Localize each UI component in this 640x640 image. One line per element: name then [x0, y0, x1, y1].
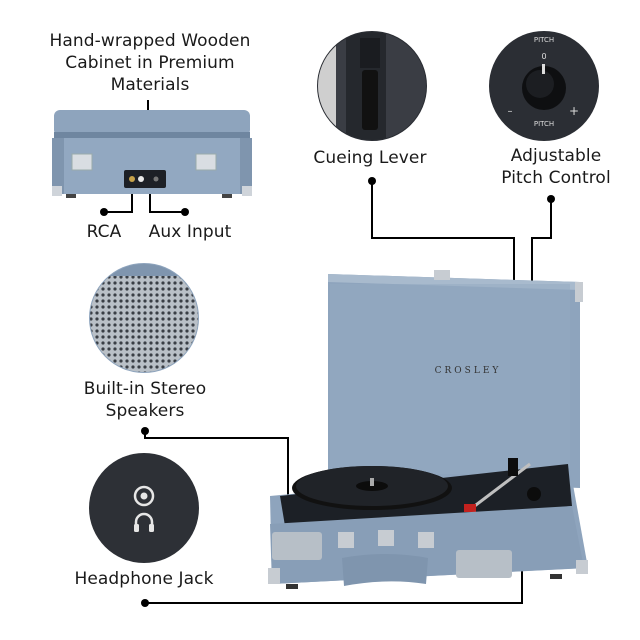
brand-logo: CROSLEY [434, 366, 502, 376]
leader-cueing-dot [368, 177, 376, 185]
pitch-control-label: Adjustable Pitch Control [486, 145, 626, 189]
speakers-label-line1: Built-in Stereo [83, 379, 207, 399]
speakers-label-line2: Speakers [105, 401, 185, 421]
cabinet-label: Hand-wrapped Wooden Cabinet in Premium M… [40, 30, 260, 96]
pitch-dial-title: PITCH [533, 36, 555, 44]
pitch-dial-zero: 0 [541, 52, 547, 61]
pitch-dial-plus: + [568, 104, 580, 118]
pitch-dial-minus: – [507, 106, 513, 117]
aux-label: Aux Input [148, 222, 232, 242]
cueing-lever [508, 458, 518, 476]
turntable-image [268, 270, 588, 589]
pitch-label-line2: Pitch Control [501, 168, 611, 188]
cueing-lever-icon [362, 70, 378, 130]
leader-aux-dot [181, 208, 189, 216]
cueing-lever-closeup [317, 31, 427, 141]
speaker-grille-closeup [89, 263, 199, 373]
cabinet-back-image [52, 110, 252, 198]
rca-aux-panel [124, 170, 166, 188]
leader-headphone-dot [141, 599, 149, 607]
headphone-jack-closeup [89, 453, 199, 563]
cabinet-label-line1: Hand-wrapped Wooden [49, 31, 251, 51]
aux-jack-icon [153, 176, 159, 182]
pitch-control-closeup [489, 31, 599, 141]
jack-socket-icon [133, 485, 155, 507]
rca-jack-icon [129, 176, 135, 182]
left-speaker [272, 532, 322, 560]
headphone-icon [134, 512, 154, 528]
pitch-knob [527, 487, 541, 501]
speakers-label: Built-in Stereo Speakers [60, 378, 230, 422]
cabinet-label-line3: Materials [110, 75, 190, 95]
leader-pitch-dot [547, 195, 555, 203]
headphone-jack-label: Headphone Jack [74, 569, 214, 589]
rca-jack-icon-2 [138, 176, 144, 182]
right-speaker [456, 550, 512, 578]
cueing-lever-label: Cueing Lever [313, 148, 427, 168]
cabinet-label-line2: Cabinet in Premium [65, 53, 235, 73]
leader-rca-dot [100, 208, 108, 216]
rca-label: RCA [86, 222, 122, 242]
leader-speakers-dot [141, 427, 149, 435]
pitch-label-line1: Adjustable [510, 146, 602, 166]
pitch-dial-title-bottom: PITCH [533, 120, 555, 128]
